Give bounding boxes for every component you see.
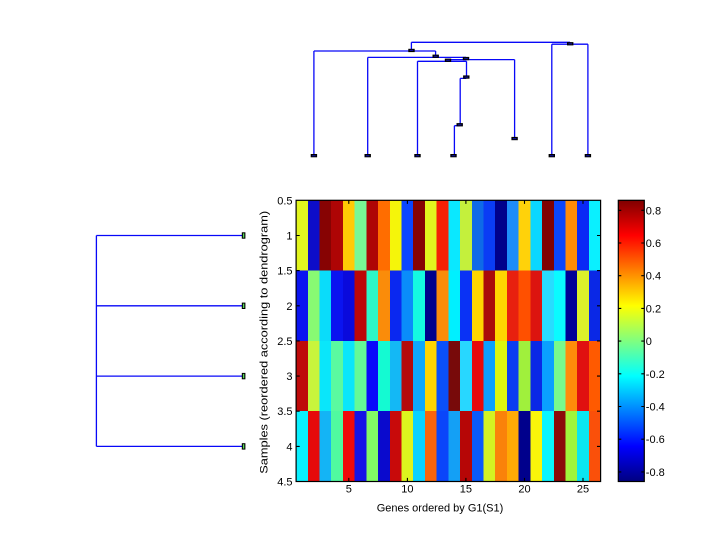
svg-text:0.4: 0.4 [646, 271, 661, 283]
svg-text:-0.2: -0.2 [646, 369, 665, 381]
svg-text:0: 0 [646, 336, 652, 348]
svg-text:Samples (reordered according t: Samples (reordered according to dendrogr… [258, 211, 270, 474]
svg-text:2.5: 2.5 [277, 336, 292, 348]
svg-text:15: 15 [460, 484, 472, 496]
svg-text:25: 25 [577, 484, 589, 496]
svg-text:Genes ordered by G1(S1): Genes ordered by G1(S1) [377, 503, 504, 515]
svg-text:1: 1 [286, 231, 292, 243]
svg-text:2: 2 [286, 301, 292, 313]
svg-text:3.5: 3.5 [277, 406, 292, 418]
svg-text:1.5: 1.5 [277, 266, 292, 278]
svg-text:3: 3 [286, 371, 292, 383]
svg-text:-0.6: -0.6 [646, 434, 665, 446]
svg-text:4.5: 4.5 [277, 477, 292, 489]
svg-text:4: 4 [286, 441, 292, 453]
svg-text:0.2: 0.2 [646, 303, 661, 315]
svg-text:0.6: 0.6 [646, 238, 661, 250]
svg-text:-0.8: -0.8 [646, 467, 665, 479]
svg-text:0.5: 0.5 [277, 195, 292, 207]
svg-text:-0.4: -0.4 [646, 402, 665, 414]
svg-text:20: 20 [518, 484, 530, 496]
svg-text:10: 10 [401, 484, 413, 496]
svg-text:0.8: 0.8 [646, 205, 661, 217]
svg-text:5: 5 [346, 484, 352, 496]
